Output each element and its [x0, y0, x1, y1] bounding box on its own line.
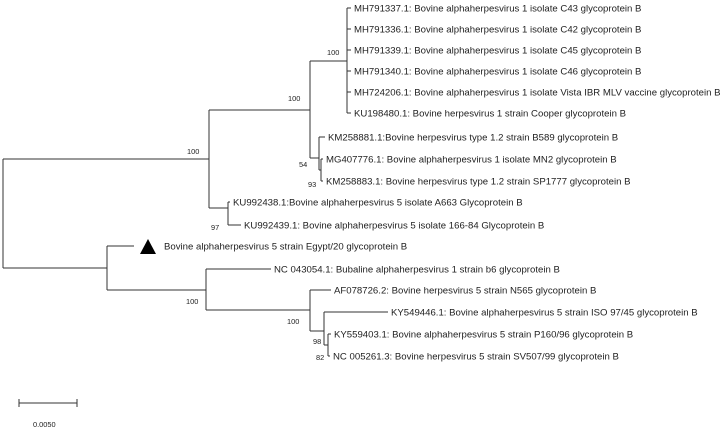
taxon-label: MH791340.1: Bovine alphaherpesvirus 1 is… [354, 67, 641, 78]
bootstrap-value: 100 [186, 297, 198, 306]
scale-bar-label: 0.0050 [33, 420, 56, 429]
scale-bar: 0.0050 [18, 399, 78, 429]
taxon-label: MG407776.1: Bovine alphaherpesvirus 1 is… [326, 155, 617, 166]
query-triangle-marker [140, 239, 156, 254]
taxon-label: KU992438.1:Bovine alphaherpesvirus 5 iso… [233, 198, 523, 209]
taxon-label-query: Bovine alphaherpesvirus 5 strain Egypt/2… [164, 242, 407, 253]
taxon-label: KY549446.1: Bovine alphaherpesvirus 5 st… [391, 308, 698, 319]
taxon-label: KM258883.1: Bovine herpesvirus type 1.2 … [326, 177, 631, 188]
bootstrap-value: 93 [308, 180, 316, 189]
bootstrap-value: 54 [299, 160, 307, 169]
bootstrap-value: 100 [287, 317, 299, 326]
bootstrap-values: 100 100 100 54 93 97 100 100 98 82 [186, 48, 339, 362]
taxon-label: MH724206.1: Bovine alphaherpesvirus 1 is… [354, 88, 721, 99]
taxon-label: NC 043054.1: Bubaline alphaherpesvirus 1… [274, 265, 560, 276]
bootstrap-value: 82 [316, 353, 324, 362]
bootstrap-value: 98 [313, 337, 321, 346]
bootstrap-value: 97 [211, 223, 219, 232]
bootstrap-value: 100 [327, 48, 339, 57]
tree-branches [2, 7, 388, 357]
taxon-label: AF078726.2: Bovine herpesvirus 5 strain … [334, 286, 596, 297]
taxon-label: NC 005261.3: Bovine herpesvirus 5 strain… [333, 352, 619, 363]
taxon-label: MH791339.1: Bovine alphaherpesvirus 1 is… [354, 46, 641, 57]
bootstrap-value: 100 [288, 94, 300, 103]
taxon-label: MH791336.1: Bovine alphaherpesvirus 1 is… [354, 25, 641, 36]
taxon-label: KY559403.1: Bovine alphaherpesvirus 5 st… [334, 330, 633, 341]
bootstrap-value: 100 [187, 147, 199, 156]
taxon-label: KM258881.1:Bovine herpesvirus type 1.2 s… [328, 133, 618, 144]
taxon-label: MH791337.1: Bovine alphaherpesvirus 1 is… [354, 4, 641, 15]
taxon-label: KU198480.1: Bovine herpesvirus 1 strain … [354, 109, 626, 120]
taxon-label: KU992439.1: Bovine alphaherpesvirus 5 is… [244, 221, 544, 232]
taxon-labels: MH791337.1: Bovine alphaherpesvirus 1 is… [164, 4, 721, 363]
